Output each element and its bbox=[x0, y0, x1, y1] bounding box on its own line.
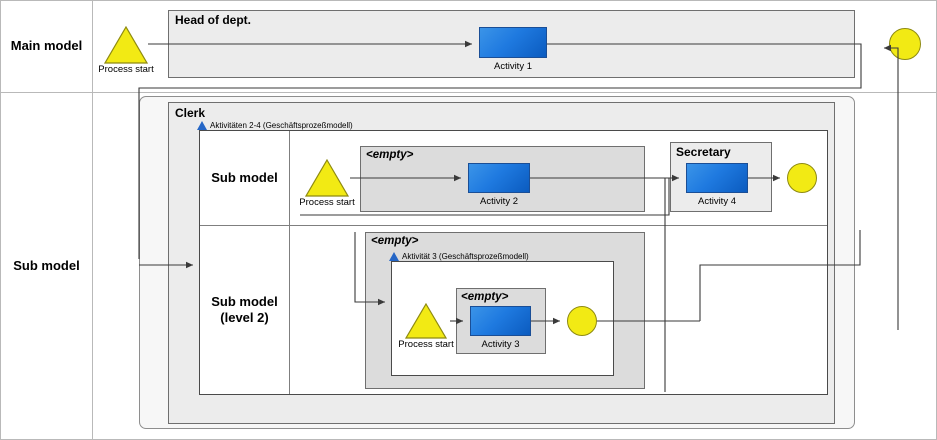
start-triangle-icon[interactable] bbox=[104, 26, 148, 64]
start-triangle-icon-row2[interactable] bbox=[405, 303, 447, 339]
start-label-row2: Process start bbox=[398, 339, 454, 350]
end-circle-icon-row1[interactable] bbox=[787, 163, 817, 193]
pool-title-head-of-dept: Head of dept. bbox=[175, 13, 252, 27]
row-divider bbox=[0, 92, 937, 93]
lane-title-empty-row1: <empty> bbox=[366, 149, 414, 161]
start-label-main: Process start bbox=[98, 64, 154, 75]
pool-title-secretary: Secretary bbox=[676, 145, 731, 159]
row-label-sub-model: Sub model bbox=[13, 258, 80, 274]
end-circle-icon-row2[interactable] bbox=[567, 306, 597, 336]
end-circle-icon-main[interactable] bbox=[889, 28, 921, 60]
pool-title-clerk: Clerk bbox=[175, 106, 206, 120]
blue-triangle-icon bbox=[197, 121, 207, 130]
model-reference-2[interactable]: Aktivität 3 (Geschäftsprozeßmodell) bbox=[389, 252, 529, 261]
label-column-divider bbox=[92, 0, 93, 440]
row-label-main-model: Main model bbox=[10, 37, 83, 53]
lane-label-sub-model: Sub model bbox=[211, 169, 278, 185]
lane-title-empty-outer-row2: <empty> bbox=[371, 235, 419, 247]
activity-box-activity-2[interactable] bbox=[468, 163, 530, 193]
model-reference-1[interactable]: Aktivitäten 2-4 (Geschäftsprozeßmodell) bbox=[197, 121, 353, 130]
activity-box-activity-3[interactable] bbox=[470, 306, 531, 336]
start-label-row1: Process start bbox=[299, 197, 355, 208]
blue-triangle-icon-2 bbox=[389, 252, 399, 261]
activity-label-activity-2: Activity 2 bbox=[479, 196, 518, 207]
start-triangle-icon-row1[interactable] bbox=[305, 159, 349, 197]
activity-label-activity-1: Activity 1 bbox=[493, 61, 532, 72]
lane-label-sub-model-level-2: Sub model (level 2) bbox=[211, 293, 278, 325]
activity-label-activity-3: Activity 3 bbox=[481, 339, 520, 350]
lane-row-separator bbox=[200, 225, 827, 226]
model-reference-2-label: Aktivität 3 (Geschäftsprozeßmodell) bbox=[402, 252, 529, 261]
activity-box-activity-1[interactable] bbox=[479, 27, 547, 58]
activity-label-activity-4: Activity 4 bbox=[697, 196, 736, 207]
lane-title-empty-inner-row2: <empty> bbox=[461, 291, 509, 303]
activity-box-activity-4[interactable] bbox=[686, 163, 748, 193]
lane-label-divider bbox=[289, 131, 290, 394]
model-reference-1-label: Aktivitäten 2-4 (Geschäftsprozeßmodell) bbox=[210, 121, 353, 130]
